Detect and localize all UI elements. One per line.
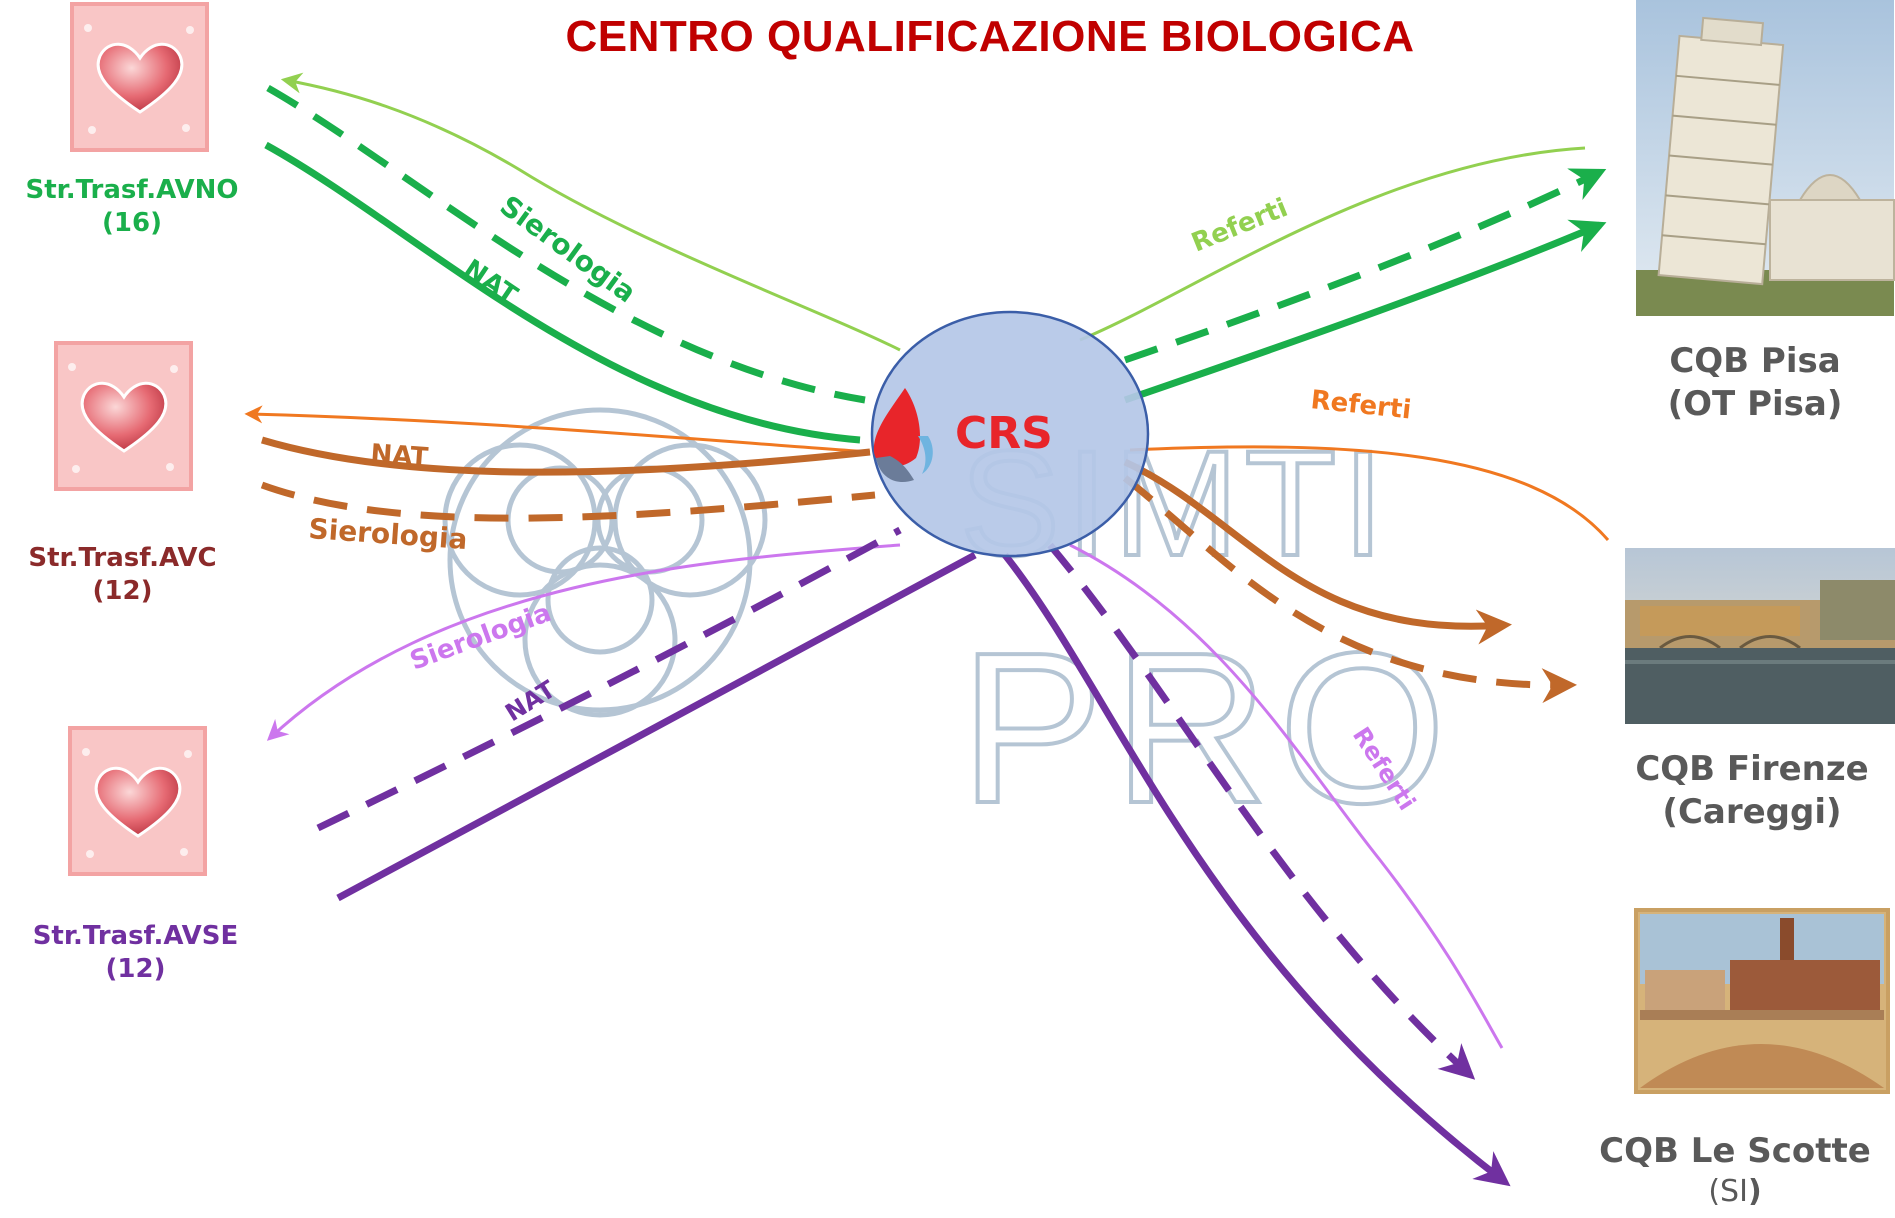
piazza-del-campo-siena-photo[interactable] xyxy=(1634,908,1890,1094)
green-nat-to-pisa xyxy=(1123,219,1607,404)
destination-line2: (OT Pisa) xyxy=(1667,383,1843,424)
destination-line1: CQB Le Scotte xyxy=(1599,1131,1871,1171)
source-count: (12) xyxy=(92,575,153,606)
orange-flows xyxy=(244,405,1610,704)
purple-dashed-to-siena xyxy=(1047,542,1476,1080)
green-flows xyxy=(264,72,1607,444)
purple-referti-line xyxy=(1069,543,1504,1049)
purple-nat-line xyxy=(336,551,977,902)
crs-label: CRS xyxy=(955,408,1053,459)
destination-line1: CQB Pisa xyxy=(1669,341,1841,381)
source-name: Str.Trasf.AVC xyxy=(28,543,217,573)
destination-line2-open: (SI xyxy=(1708,1173,1748,1209)
source-name: Str.Trasf.AVSE xyxy=(32,921,239,951)
brown-nat-line xyxy=(261,436,871,476)
crs-node[interactable]: CRS xyxy=(870,310,1150,558)
green-referti-line xyxy=(1079,146,1586,342)
crs-ellipse xyxy=(870,310,1150,558)
source-label-avno: Str.Trasf.AVNO (16) xyxy=(2,174,262,239)
source-name: Str.Trasf.AVNO xyxy=(25,175,239,205)
brown-nat-to-firenze xyxy=(1123,458,1512,645)
green-sierologia-return-line xyxy=(280,72,901,352)
label-green-nat: NAT xyxy=(458,254,523,311)
destination-label-firenze: CQB Firenze (Careggi) xyxy=(1612,748,1892,833)
destination-line1: CQB Firenze xyxy=(1635,749,1869,789)
destination-label-pisa: CQB Pisa (OT Pisa) xyxy=(1620,340,1890,425)
destination-line2-close: ) xyxy=(1747,1173,1762,1209)
heart-card-icon xyxy=(84,24,194,134)
green-nat-line xyxy=(264,141,861,444)
destination-label-siena: CQB Le Scotte (SI) xyxy=(1580,1130,1890,1210)
purple-nat-dashed xyxy=(316,526,902,832)
source-count: (12) xyxy=(105,953,166,984)
source-card-avc[interactable] xyxy=(54,341,193,491)
green-dashed-to-pisa xyxy=(1123,168,1607,364)
green-sierologia-dashed xyxy=(266,84,866,404)
heart-card-icon xyxy=(82,748,192,858)
source-label-avc: Str.Trasf.AVC (12) xyxy=(0,542,245,607)
source-card-avno[interactable] xyxy=(70,2,209,152)
brown-dashed-to-firenze xyxy=(1122,475,1577,704)
brown-sierologia-dashed xyxy=(260,481,876,522)
destination-line2: (Careggi) xyxy=(1662,791,1842,832)
page-title: CENTRO QUALIFICAZIONE BIOLOGICA xyxy=(565,12,1415,61)
source-count: (16) xyxy=(102,207,162,238)
heart-card-icon xyxy=(68,363,178,473)
source-card-avse[interactable] xyxy=(68,726,207,876)
label-green-referti: Referti xyxy=(1187,193,1292,259)
watermark-pro: PRO xyxy=(960,607,1456,848)
orange-return-line xyxy=(244,405,871,454)
blood-drop-logo xyxy=(873,388,933,482)
leaning-tower-of-pisa-photo[interactable] xyxy=(1636,0,1895,316)
orange-referti-line xyxy=(1129,445,1610,541)
destination-line2: (SI) xyxy=(1580,1173,1890,1211)
purple-flows xyxy=(266,526,1511,1187)
source-label-avse: Str.Trasf.AVSE (12) xyxy=(8,920,263,985)
ponte-vecchio-photo[interactable] xyxy=(1625,548,1895,724)
purple-sierologia-return-line xyxy=(266,543,901,741)
label-orange-nat: NAT xyxy=(370,439,430,473)
purple-nat-to-siena xyxy=(1002,552,1511,1187)
